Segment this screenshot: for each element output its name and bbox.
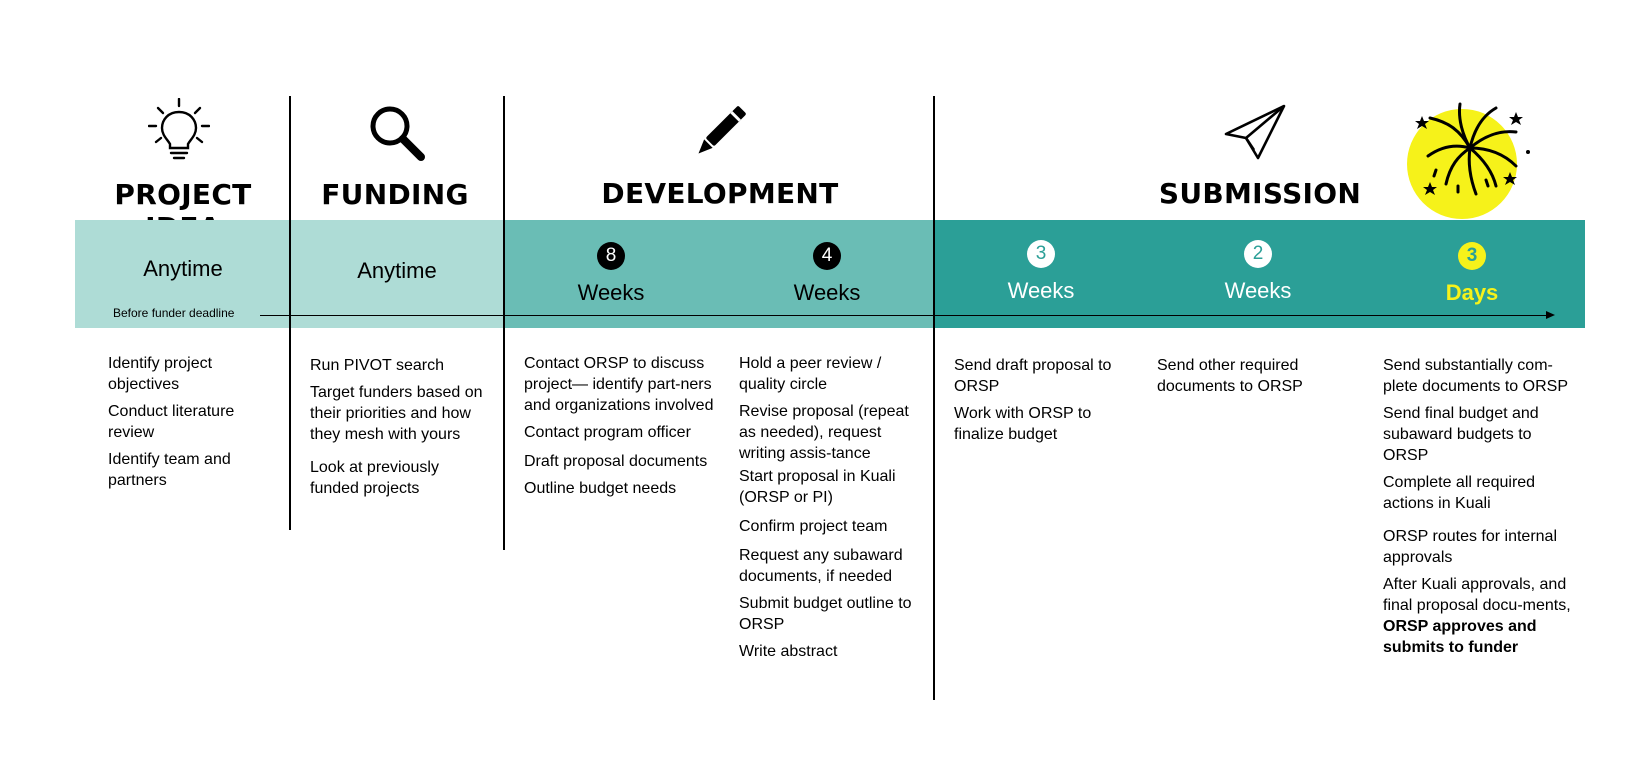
duration-number-dev2: 4 — [813, 242, 841, 270]
duration-number-dev1: 8 — [597, 242, 625, 270]
list-item: Outline budget needs — [524, 480, 677, 497]
final-step-emphasis: ORSP approves and submits to funder — [1383, 618, 1537, 656]
duration-unit-sub3: Days — [1445, 280, 1499, 305]
phase-title-development: DEVELOPMENT — [601, 177, 839, 210]
duration-number-sub3: 3 — [1458, 242, 1486, 270]
task-list-dev2: Hold a peer review / quality circle Revi… — [739, 353, 915, 668]
paper-plane-icon — [1224, 104, 1286, 160]
list-item: Submit budget outline to ORSP — [739, 595, 912, 633]
task-list-sub2: Send other required documents to ORSP — [1157, 355, 1327, 403]
time-label-project-idea: Anytime — [143, 256, 223, 281]
divider-development-submission — [933, 96, 935, 700]
list-item: Contact ORSP to discuss project— identif… — [524, 355, 714, 414]
list-item: Write abstract — [739, 643, 838, 660]
task-list-sub1: Send draft proposal to ORSP Work with OR… — [954, 355, 1124, 451]
magnifier-icon — [370, 106, 425, 161]
list-item: Contact program officer — [524, 424, 691, 441]
list-item: Work with ORSP to finalize budget — [954, 405, 1092, 443]
list-item: Send final budget and subaward budgets t… — [1383, 405, 1539, 464]
deadline-label: Before funder deadline — [113, 306, 235, 320]
divider-idea-funding — [289, 96, 291, 530]
task-list-sub3: Send substantially com-plete documents t… — [1383, 355, 1573, 664]
duration-number-sub1: 3 — [1027, 240, 1055, 268]
list-item: Confirm project team — [739, 518, 888, 535]
list-item: Identify team and partners — [108, 451, 231, 489]
list-item: Draft proposal documents — [524, 453, 708, 470]
pencil-icon — [698, 106, 746, 154]
task-list-funding: Run PIVOT search Target funders based on… — [310, 355, 486, 505]
list-item: Send substantially com-plete documents t… — [1383, 357, 1568, 395]
duration-unit-sub1: Weeks — [1007, 278, 1075, 303]
phase-title-submission: SUBMISSION — [1158, 177, 1362, 210]
list-item: Run PIVOT search — [310, 357, 444, 374]
list-item: Identify project objectives — [108, 355, 213, 393]
list-item: Start proposal in Kuali (ORSP or PI) — [739, 468, 896, 506]
list-item: Revise proposal (repeat as needed), requ… — [739, 403, 909, 462]
final-step-text: After Kuali approvals, and final proposa… — [1383, 576, 1571, 614]
duration-number-sub2: 2 — [1244, 240, 1272, 268]
list-item: Look at previously funded projects — [310, 459, 439, 497]
list-item: Complete all required actions in Kuali — [1383, 474, 1536, 512]
list-item: After Kuali approvals, and final proposa… — [1383, 574, 1573, 658]
task-list-project-idea: Identify project objectives Conduct lite… — [108, 353, 268, 497]
duration-unit-sub2: Weeks — [1224, 278, 1292, 303]
task-list-dev1: Contact ORSP to discuss project— identif… — [524, 353, 714, 505]
list-item: Target funders based on their priorities… — [310, 384, 483, 443]
lightbulb-icon — [148, 98, 210, 160]
fireworks-icon — [1407, 102, 1530, 219]
duration-unit-dev1: Weeks — [577, 280, 645, 305]
list-item: ORSP routes for internal approvals — [1383, 528, 1558, 566]
phase-title-funding: FUNDING — [321, 178, 469, 211]
list-item: Conduct literature review — [108, 403, 235, 441]
divider-funding-development — [503, 96, 505, 550]
list-item: Request any subaward documents, if neede… — [739, 547, 903, 585]
timeline-band-development — [505, 220, 935, 328]
list-item: Send draft proposal to ORSP — [954, 357, 1112, 395]
timeline-band-submission — [935, 220, 1585, 328]
timeline-arrow — [260, 315, 1550, 316]
list-item: Send other required documents to ORSP — [1157, 357, 1303, 395]
list-item: Hold a peer review / quality circle — [739, 355, 882, 393]
duration-unit-dev2: Weeks — [793, 280, 861, 305]
time-label-funding: Anytime — [357, 258, 437, 283]
timeline-arrow-head — [1546, 311, 1555, 319]
